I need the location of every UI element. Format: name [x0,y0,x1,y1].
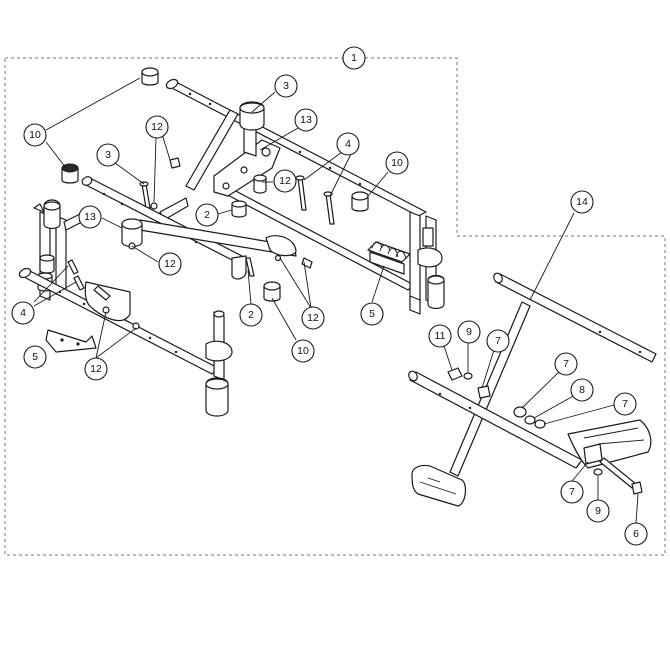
part-10-cap-left [61,163,79,184]
callout-9a: 9 [457,320,481,344]
svg-text:10: 10 [297,345,309,357]
svg-text:2: 2 [204,209,210,221]
callout-10b: 10 [385,151,409,175]
svg-text:5: 5 [369,308,375,320]
callout-10a: 10 [23,123,47,147]
part-10-cap-right [351,191,369,212]
callout-1: 1 [342,46,366,70]
upper-frame [139,67,445,315]
svg-text:13: 13 [300,114,312,126]
part-5-bracket-upper [367,241,411,275]
callout-9b: 9 [586,499,610,523]
svg-text:8: 8 [579,384,585,396]
lower-frame [18,163,313,417]
svg-text:2: 2 [248,309,254,321]
callout-2a: 2 [195,203,219,227]
leader-lines [33,58,639,524]
part-4-rods-upper [295,175,335,225]
svg-text:6: 6 [633,528,639,540]
svg-text:14: 14 [576,196,588,208]
svg-text:9: 9 [466,326,472,338]
part-5-plate-lower [45,329,97,353]
svg-text:9: 9 [595,505,601,517]
svg-text:10: 10 [391,157,403,169]
callout-10c: 10 [291,339,315,363]
callout-12a: 12 [145,115,169,139]
callout-14: 14 [570,190,594,214]
callout-5a: 5 [360,302,384,326]
callout-12e: 12 [84,357,108,381]
callout-7d: 7 [560,480,584,504]
callout-3a: 3 [274,74,298,98]
svg-text:4: 4 [20,307,26,319]
callout-12c: 12 [158,252,182,276]
callout-13b: 13 [78,205,102,229]
callout-4b: 4 [11,301,35,325]
svg-text:7: 7 [569,486,575,498]
callout-4a: 4 [336,132,360,156]
callout-2b: 2 [239,303,263,327]
svg-text:12: 12 [307,312,319,324]
assembly-boundary [4,57,666,556]
callout-6: 6 [624,522,648,546]
svg-text:10: 10 [29,129,41,141]
svg-text:3: 3 [283,80,289,92]
callout-7c: 7 [613,392,637,416]
svg-text:3: 3 [105,149,111,161]
svg-text:1: 1 [351,52,357,64]
svg-text:12: 12 [279,175,291,187]
svg-text:7: 7 [563,358,569,370]
callout-11: 11 [428,324,452,348]
callout-13a: 13 [294,108,318,132]
callout-12b: 12 [273,169,297,193]
svg-text:7: 7 [495,335,501,347]
svg-text:12: 12 [151,121,163,133]
callout-5b: 5 [23,345,47,369]
svg-text:4: 4 [345,138,351,150]
callout-7a: 7 [486,329,510,353]
part-10-cap-top [141,67,159,86]
svg-text:5: 5 [32,351,38,363]
svg-text:11: 11 [435,330,446,342]
callout-12d: 12 [301,306,325,330]
svg-text:7: 7 [622,398,628,410]
svg-text:13: 13 [84,211,96,223]
callout-7b: 7 [554,352,578,376]
callout-3b: 3 [96,143,120,167]
svg-text:12: 12 [164,258,176,270]
svg-text:12: 12 [90,363,102,375]
part-14-t-frame [408,272,657,507]
callout-8: 8 [570,378,594,402]
